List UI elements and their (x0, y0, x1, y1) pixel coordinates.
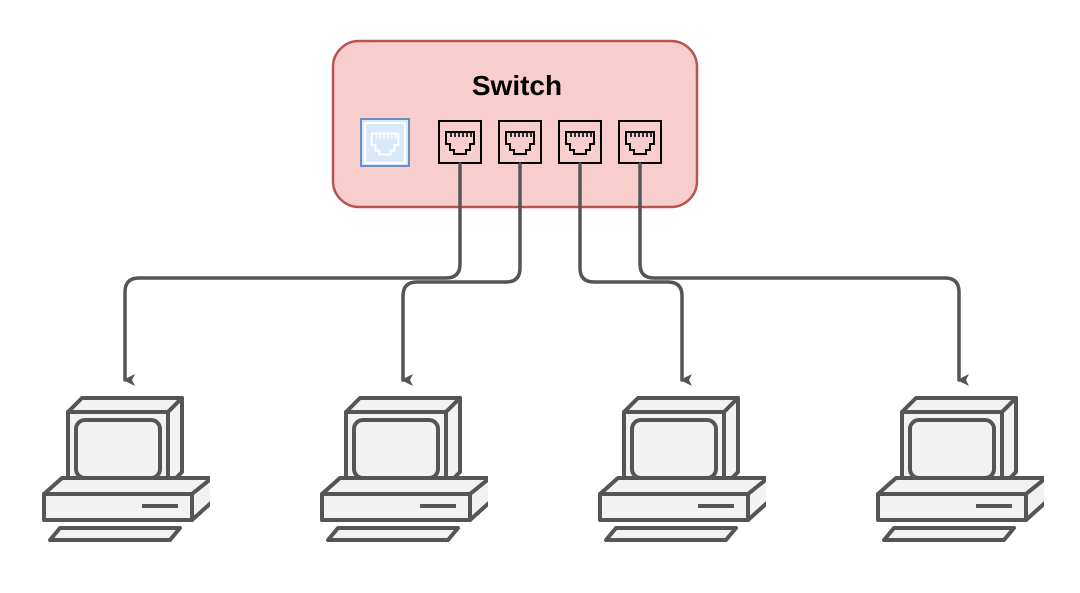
connection-line-1 (123, 162, 462, 386)
connection-line-4 (638, 162, 969, 386)
switch-body (331, 39, 699, 209)
uplink-port (360, 118, 410, 167)
computer-3 (598, 396, 766, 542)
connection-line-2 (401, 162, 522, 386)
computer-icon (320, 396, 488, 542)
computer-4 (876, 396, 1044, 542)
computer-2 (320, 396, 488, 542)
computer-icon (598, 396, 766, 542)
computer-icon (42, 396, 210, 542)
switch: Switch (331, 39, 699, 209)
computer-1 (42, 396, 210, 542)
switch-title: Switch (472, 70, 562, 101)
computer-icon (876, 396, 1044, 542)
connection-line-3 (578, 162, 692, 386)
